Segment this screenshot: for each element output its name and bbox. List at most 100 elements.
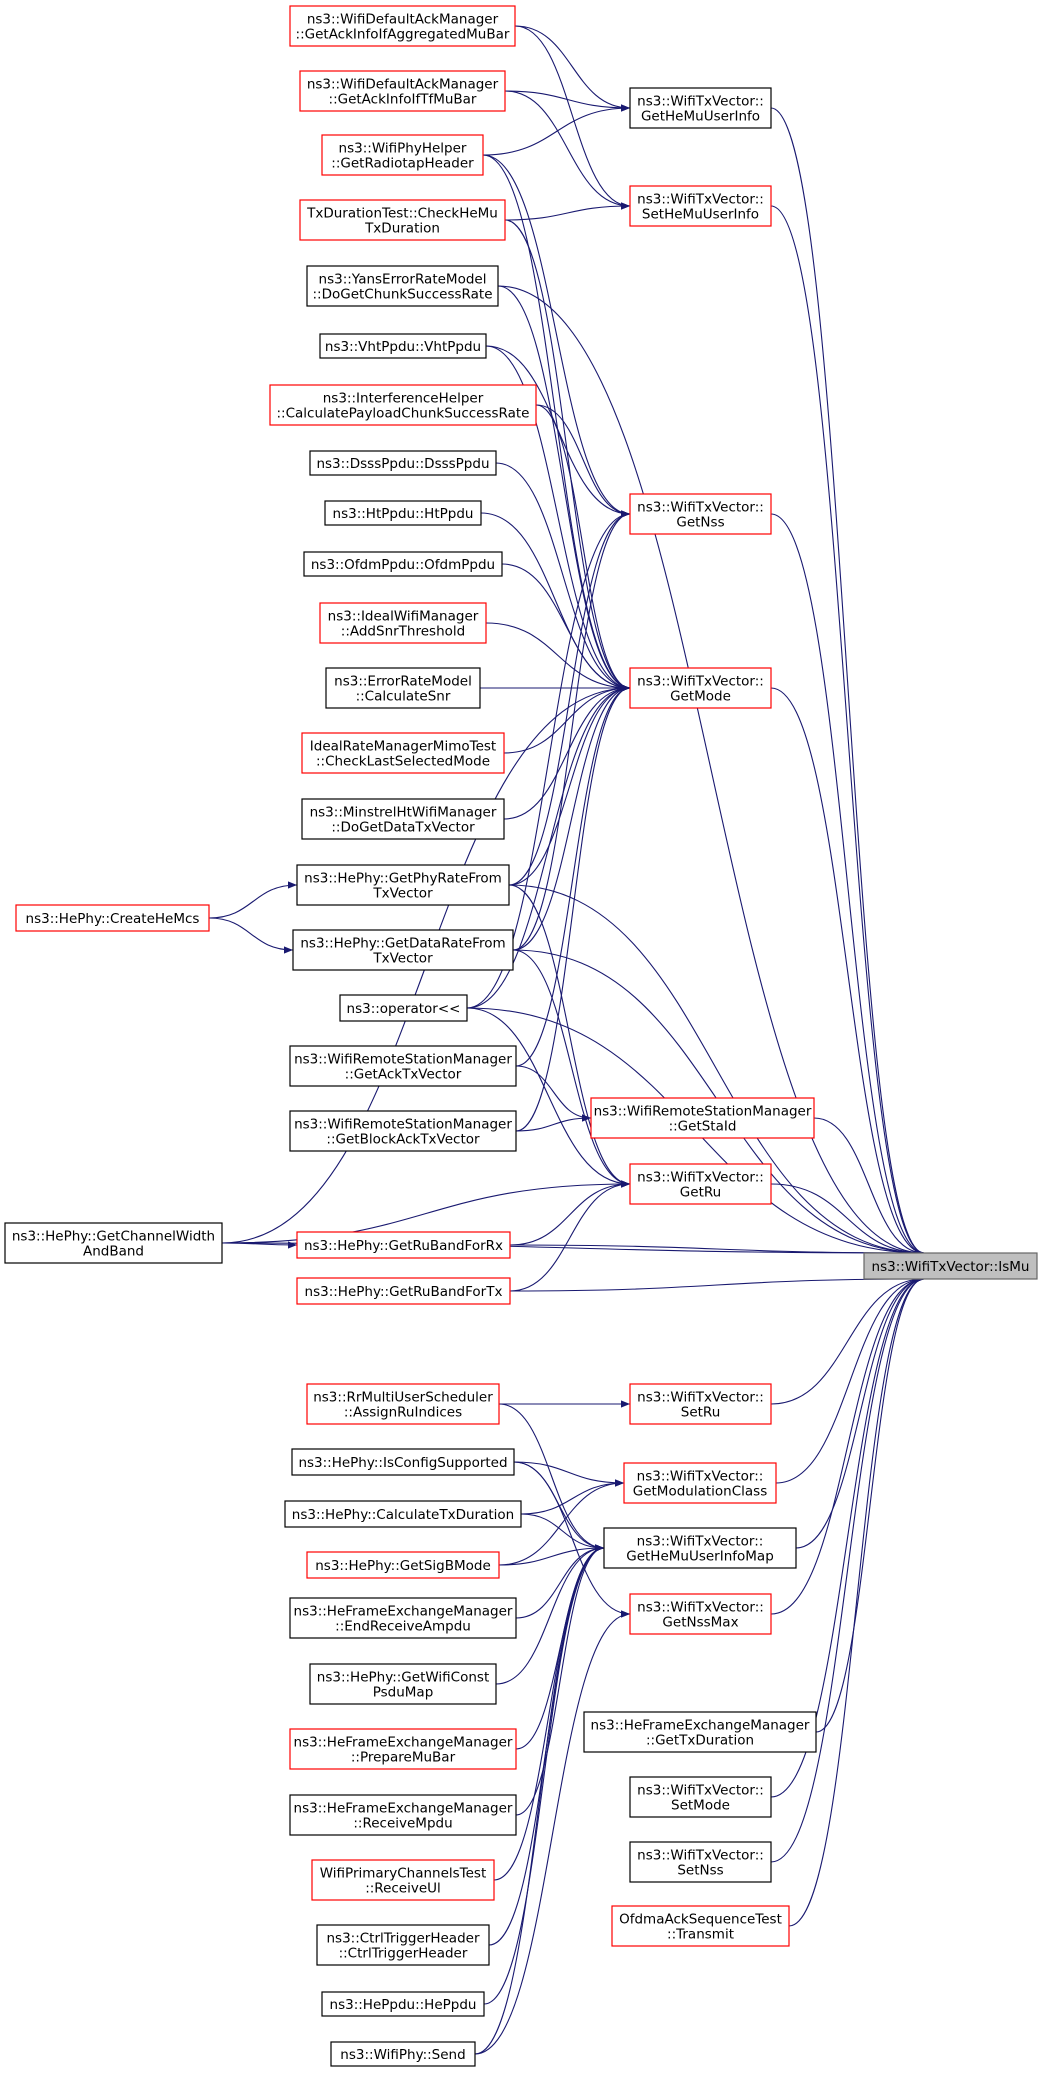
node-label-endRecvAmpdu-1: ::EndReceiveAmpdu xyxy=(335,1619,471,1635)
node-hePpdu[interactable]: ns3::HePpdu::HePpdu xyxy=(321,1991,485,2017)
edge-getRu-to-ismu xyxy=(770,1183,925,1257)
node-label-setMode-0: ns3::WifiTxVector:: xyxy=(637,1783,764,1799)
node-box-radiotap xyxy=(321,134,484,176)
node-label-channelWidth-1: AndBand xyxy=(83,1244,144,1260)
node-primaryCh[interactable]: WifiPrimaryChannelsTest::ReceiveUl xyxy=(311,1859,495,1901)
node-ruBandTx[interactable]: ns3::HePhy::GetRuBandForTx xyxy=(296,1277,511,1305)
edge-phyRate-to-ismu xyxy=(508,884,925,1257)
node-label-primaryCh-1: ::ReceiveUl xyxy=(365,1881,441,1897)
node-setHeMuUserInfo[interactable]: ns3::WifiTxVector::SetHeMuUserInfo xyxy=(629,185,772,227)
node-getHeMuUserInfoMap[interactable]: ns3::WifiTxVector::GetHeMuUserInfoMap xyxy=(603,1527,797,1569)
node-label-ruBandTx-0: ns3::HePhy::GetRuBandForTx xyxy=(305,1284,503,1300)
node-box-calcTxDur xyxy=(284,1500,522,1528)
node-htPpdu[interactable]: ns3::HtPpdu::HtPpdu xyxy=(324,500,482,526)
node-label-ctrlTrig-1: ::CtrlTriggerHeader xyxy=(339,1946,468,1962)
node-errCalcSnr[interactable]: ns3::ErrorRateModel::CalculateSnr xyxy=(325,667,481,709)
node-box-ofdmaTransmit xyxy=(611,1905,790,1947)
node-label-getNss-0: ns3::WifiTxVector:: xyxy=(637,500,764,516)
node-getMode[interactable]: ns3::WifiTxVector::GetMode xyxy=(629,667,772,709)
edge-yans-to-getMode xyxy=(497,285,631,692)
edge-dataRate-to-getMode xyxy=(512,684,631,951)
node-layer: ns3::WifiTxVector::IsMuns3::WifiTxVector… xyxy=(4,5,1038,2067)
node-minstrel[interactable]: ns3::MinstrelHtWifiManager::DoGetDataTxV… xyxy=(301,798,505,840)
node-label-ruBandRx-0: ns3::HePhy::GetRuBandForRx xyxy=(304,1238,503,1254)
node-radiotap[interactable]: ns3::WifiPhyHelper::GetRadiotapHeader xyxy=(321,134,484,176)
edge-phyRate-to-getMode xyxy=(508,684,631,886)
edge-vhtPpdu-to-getMode xyxy=(485,345,631,692)
node-setNss[interactable]: ns3::WifiTxVector::SetNss xyxy=(629,1841,772,1883)
node-box-interference xyxy=(269,384,537,426)
node-label-errCalcSnr-0: ns3::ErrorRateModel xyxy=(334,674,472,690)
node-label-getRu-0: ns3::WifiTxVector:: xyxy=(637,1170,764,1186)
node-ofdmaTransmit[interactable]: OfdmaAckSequenceTest::Transmit xyxy=(611,1905,790,1947)
node-recvMpdu[interactable]: ns3::HeFrameExchangeManager::ReceiveMpdu xyxy=(289,1794,517,1836)
node-getHeMuUserInfo[interactable]: ns3::WifiTxVector::GetHeMuUserInfo xyxy=(629,87,772,129)
edge-idealAddSnr-to-getMode xyxy=(485,622,631,692)
edge-setNss-to-ismu xyxy=(770,1275,925,1863)
edge-sigB-to-getHeMuUserInfoMap xyxy=(498,1544,605,1566)
node-box-getNssMax xyxy=(629,1593,772,1635)
node-box-dataRate xyxy=(292,929,514,971)
node-setRu[interactable]: ns3::WifiTxVector::SetRu xyxy=(629,1383,772,1425)
node-calcTxDur[interactable]: ns3::HePhy::CalculateTxDuration xyxy=(284,1500,522,1528)
node-getModClass[interactable]: ns3::WifiTxVector::GetModulationClass xyxy=(623,1462,777,1504)
node-isConfig[interactable]: ns3::HePhy::IsConfigSupported xyxy=(291,1448,515,1476)
node-ctrlTrig[interactable]: ns3::CtrlTriggerHeader::CtrlTriggerHeade… xyxy=(316,1924,490,1966)
node-box-blockAckTxVector xyxy=(289,1110,517,1152)
node-send[interactable]: ns3::WifiPhy::Send xyxy=(330,2041,476,2067)
node-ackInfoAggMuBar[interactable]: ns3::WifiDefaultAckManager::GetAckInfoIf… xyxy=(289,5,516,47)
edge-calcTxDur-to-getModClass xyxy=(520,1479,625,1515)
node-label-send-0: ns3::WifiPhy::Send xyxy=(340,2047,465,2063)
node-box-operator xyxy=(339,994,468,1022)
node-interference[interactable]: ns3::InterferenceHelper::CalculatePayloa… xyxy=(269,384,537,426)
node-getNssMax[interactable]: ns3::WifiTxVector::GetNssMax xyxy=(629,1593,772,1635)
node-label-yans-1: ::DoGetChunkSuccessRate xyxy=(312,287,492,303)
node-ruBandRx[interactable]: ns3::HePhy::GetRuBandForRx xyxy=(296,1231,511,1259)
node-createHeMcs[interactable]: ns3::HePhy::CreateHeMcs xyxy=(15,904,210,932)
node-label-recvMpdu-1: ::ReceiveMpdu xyxy=(353,1816,452,1832)
node-getStaId[interactable]: ns3::WifiRemoteStationManager::GetStaId xyxy=(590,1097,815,1139)
node-label-minstrel-1: ::DoGetDataTxVector xyxy=(331,820,475,836)
node-endRecvAmpdu[interactable]: ns3::HeFrameExchangeManager::EndReceiveA… xyxy=(289,1597,517,1639)
node-prepMuBar[interactable]: ns3::HeFrameExchangeManager::PrepareMuBa… xyxy=(289,1728,517,1770)
node-idealAddSnr[interactable]: ns3::IdealWifiManager::AddSnrThreshold xyxy=(319,602,487,644)
node-label-ctrlTrig-0: ns3::CtrlTriggerHeader xyxy=(326,1931,479,1947)
node-box-endRecvAmpdu xyxy=(289,1597,517,1639)
node-getRu[interactable]: ns3::WifiTxVector::GetRu xyxy=(629,1163,772,1205)
node-ismu[interactable]: ns3::WifiTxVector::IsMu xyxy=(863,1252,1038,1280)
node-setMode[interactable]: ns3::WifiTxVector::SetMode xyxy=(629,1776,772,1818)
node-label-idealMimo-0: IdealRateManagerMimoTest xyxy=(310,739,496,755)
node-heFemGetTxDuration[interactable]: ns3::HeFrameExchangeManager::GetTxDurati… xyxy=(583,1711,817,1753)
node-label-getNss-1: GetNss xyxy=(676,515,724,531)
node-vhtPpdu[interactable]: ns3::VhtPpdu::VhtPpdu xyxy=(319,333,487,359)
node-ackTxVector[interactable]: ns3::WifiRemoteStationManager::GetAckTxV… xyxy=(289,1045,517,1087)
edge-getNss-to-ismu xyxy=(770,513,925,1257)
node-blockAckTxVector[interactable]: ns3::WifiRemoteStationManager::GetBlockA… xyxy=(289,1110,517,1152)
node-sigB[interactable]: ns3::HePhy::GetSigBMode xyxy=(306,1551,500,1579)
node-ofdmPpdu[interactable]: ns3::OfdmPpdu::OfdmPpdu xyxy=(303,551,503,577)
node-ackInfoTfMuBar[interactable]: ns3::WifiDefaultAckManager::GetAckInfoIf… xyxy=(299,70,506,112)
node-label-blockAckTxVector-1: ::GetBlockAckTxVector xyxy=(326,1132,480,1148)
node-operator[interactable]: ns3::operator<< xyxy=(339,994,468,1022)
node-label-htPpdu-0: ns3::HtPpdu::HtPpdu xyxy=(333,506,474,522)
node-label-channelWidth-0: ns3::HePhy::GetChannelWidth xyxy=(12,1229,215,1245)
node-getNss[interactable]: ns3::WifiTxVector::GetNss xyxy=(629,493,772,535)
node-idealMimo[interactable]: IdealRateManagerMimoTest::CheckLastSelec… xyxy=(301,732,505,774)
node-label-getMode-0: ns3::WifiTxVector:: xyxy=(637,674,764,690)
edge-interference-to-getNss xyxy=(535,404,631,518)
node-dsssPpdu[interactable]: ns3::DsssPpdu::DsssPpdu xyxy=(309,450,497,476)
node-box-ctrlTrig xyxy=(316,1924,490,1966)
edge-assignRu-to-getHeMuUserInfoMap xyxy=(498,1403,605,1552)
node-assignRu[interactable]: ns3::RrMultiUserScheduler::AssignRuIndic… xyxy=(306,1383,500,1425)
node-box-yans xyxy=(306,265,499,307)
node-label-errCalcSnr-1: ::CalculateSnr xyxy=(356,689,451,705)
node-yans[interactable]: ns3::YansErrorRateModel::DoGetChunkSucce… xyxy=(306,265,499,307)
node-label-recvMpdu-0: ns3::HeFrameExchangeManager xyxy=(294,1801,513,1817)
node-box-ismu xyxy=(863,1252,1038,1280)
node-box-assignRu xyxy=(306,1383,500,1425)
